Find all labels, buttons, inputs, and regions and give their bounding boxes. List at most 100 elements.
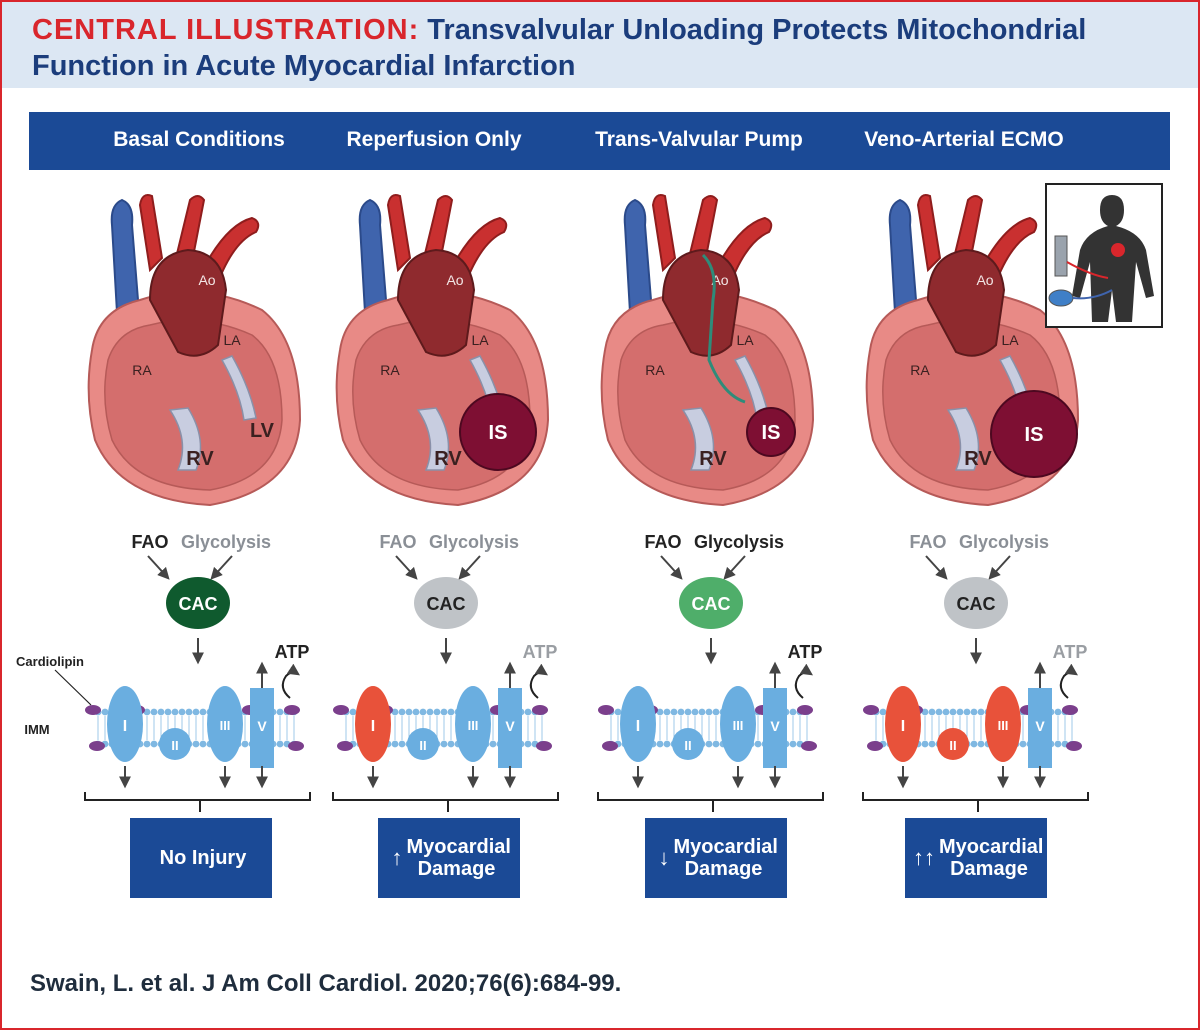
infarct-size-circle: [990, 390, 1078, 478]
complex-ii-label: II: [684, 738, 691, 753]
complex-v-label: V: [257, 718, 267, 734]
label-ao: Ao: [711, 272, 728, 288]
outcome-arrow-indicator: ↓: [658, 845, 670, 870]
outcome-arrow-indicator: ↑: [391, 845, 403, 870]
label-la: LA: [223, 332, 241, 348]
arrow-fao-to-cac: [147, 555, 170, 580]
lipid-head: [684, 708, 692, 716]
cardiolipin-dot: [1062, 705, 1078, 715]
atp-release-arrow: [794, 663, 813, 699]
infarct-size-label: IS: [1025, 424, 1044, 446]
lipid-head: [789, 740, 797, 748]
lipid-head: [143, 708, 151, 716]
complex-i: [885, 686, 921, 762]
lipid-head: [789, 708, 797, 716]
aorta: [148, 248, 228, 357]
lipid-head: [391, 708, 399, 716]
lipid-head: [663, 708, 671, 716]
outcome-box-reperfusion: ↑Myocardial Damage: [378, 818, 520, 898]
lipid-head: [942, 708, 950, 716]
lipid-head: [433, 708, 441, 716]
figure-label: CENTRAL ILLUSTRATION:: [32, 14, 420, 46]
lipid-head: [199, 740, 207, 748]
label-fao: FAO: [644, 532, 681, 552]
complex-ii: [159, 728, 191, 760]
lipid-head: [1019, 740, 1027, 748]
patient-heart: [1111, 243, 1125, 257]
lipid-head: [199, 708, 207, 716]
lipid-head: [963, 708, 971, 716]
lipid-head: [419, 708, 427, 716]
complex-i-label: I: [901, 718, 905, 735]
lipid-head: [150, 708, 158, 716]
label-glycolysis: Glycolysis: [694, 532, 784, 552]
figure-title-line-2: Function in Acute Myocardial Infarction: [32, 50, 576, 82]
transvalvular-pump-catheter: [701, 253, 746, 404]
complex-i-label: I: [636, 718, 640, 735]
complex-ii-label: II: [171, 738, 178, 753]
cac-label: CAC: [957, 594, 996, 614]
arrow-glycolysis-to-cac: [988, 555, 1011, 580]
lipid-head: [143, 740, 151, 748]
lipid-head: [241, 740, 249, 748]
label-fao: FAO: [909, 532, 946, 552]
cac-node: [944, 577, 1008, 629]
lipid-head: [970, 740, 978, 748]
complex-v: [1028, 688, 1052, 768]
lipid-head: [405, 708, 413, 716]
cardiolipin-dot: [288, 741, 304, 751]
infarct-size-label: IS: [489, 422, 508, 444]
ecmo-pump: [1048, 289, 1074, 307]
artery-branch: [916, 194, 942, 273]
lipid-head: [185, 708, 193, 716]
arrow-fao-to-cac: [660, 555, 683, 580]
lipid-head: [921, 740, 929, 748]
lipid-head: [949, 708, 957, 716]
superior-vena-cava: [888, 198, 918, 334]
cardiolipin-dot: [532, 705, 548, 715]
lipid-head: [677, 708, 685, 716]
label-fao: FAO: [379, 532, 416, 552]
lipid-head: [276, 740, 284, 748]
cac-label: CAC: [692, 594, 731, 614]
cac-node: [166, 577, 230, 629]
outcome-bracket: [597, 792, 824, 812]
cac-label: CAC: [179, 594, 218, 614]
cardiolipin-dot: [863, 705, 879, 715]
column-title-ecmo: Veno-Arterial ECMO: [864, 128, 1064, 151]
label-ao: Ao: [198, 272, 215, 288]
aorta: [396, 248, 476, 357]
lipid-head: [391, 740, 399, 748]
label-ao: Ao: [446, 272, 463, 288]
outcome-arrow-indicator: ↑↑: [913, 845, 935, 870]
lipid-head: [712, 708, 720, 716]
complex-v-label: V: [1035, 718, 1045, 734]
lipid-head: [349, 708, 357, 716]
label-rv: RV: [186, 448, 214, 470]
label-ao: Ao: [976, 272, 993, 288]
artery-branch: [386, 194, 412, 273]
outcome-box-transvalvular: ↓Myocardial Damage: [645, 818, 787, 898]
arrow-glycolysis-to-cac: [458, 555, 481, 580]
label-atp: ATP: [275, 642, 310, 662]
lipid-head: [178, 708, 186, 716]
cardiolipin-dot: [536, 741, 552, 751]
arrow-fao-to-cac: [925, 555, 948, 580]
complex-v: [763, 688, 787, 768]
artery-branch: [651, 194, 677, 273]
complex-v: [498, 688, 522, 768]
ecmo-venous-line: [1072, 289, 1113, 300]
lipid-head: [1054, 740, 1062, 748]
lipid-head: [489, 740, 497, 748]
outcome-text: Myocardial Damage: [939, 836, 1044, 880]
outcome-box-basal: No Injury: [130, 818, 272, 898]
lipid-head: [276, 708, 284, 716]
